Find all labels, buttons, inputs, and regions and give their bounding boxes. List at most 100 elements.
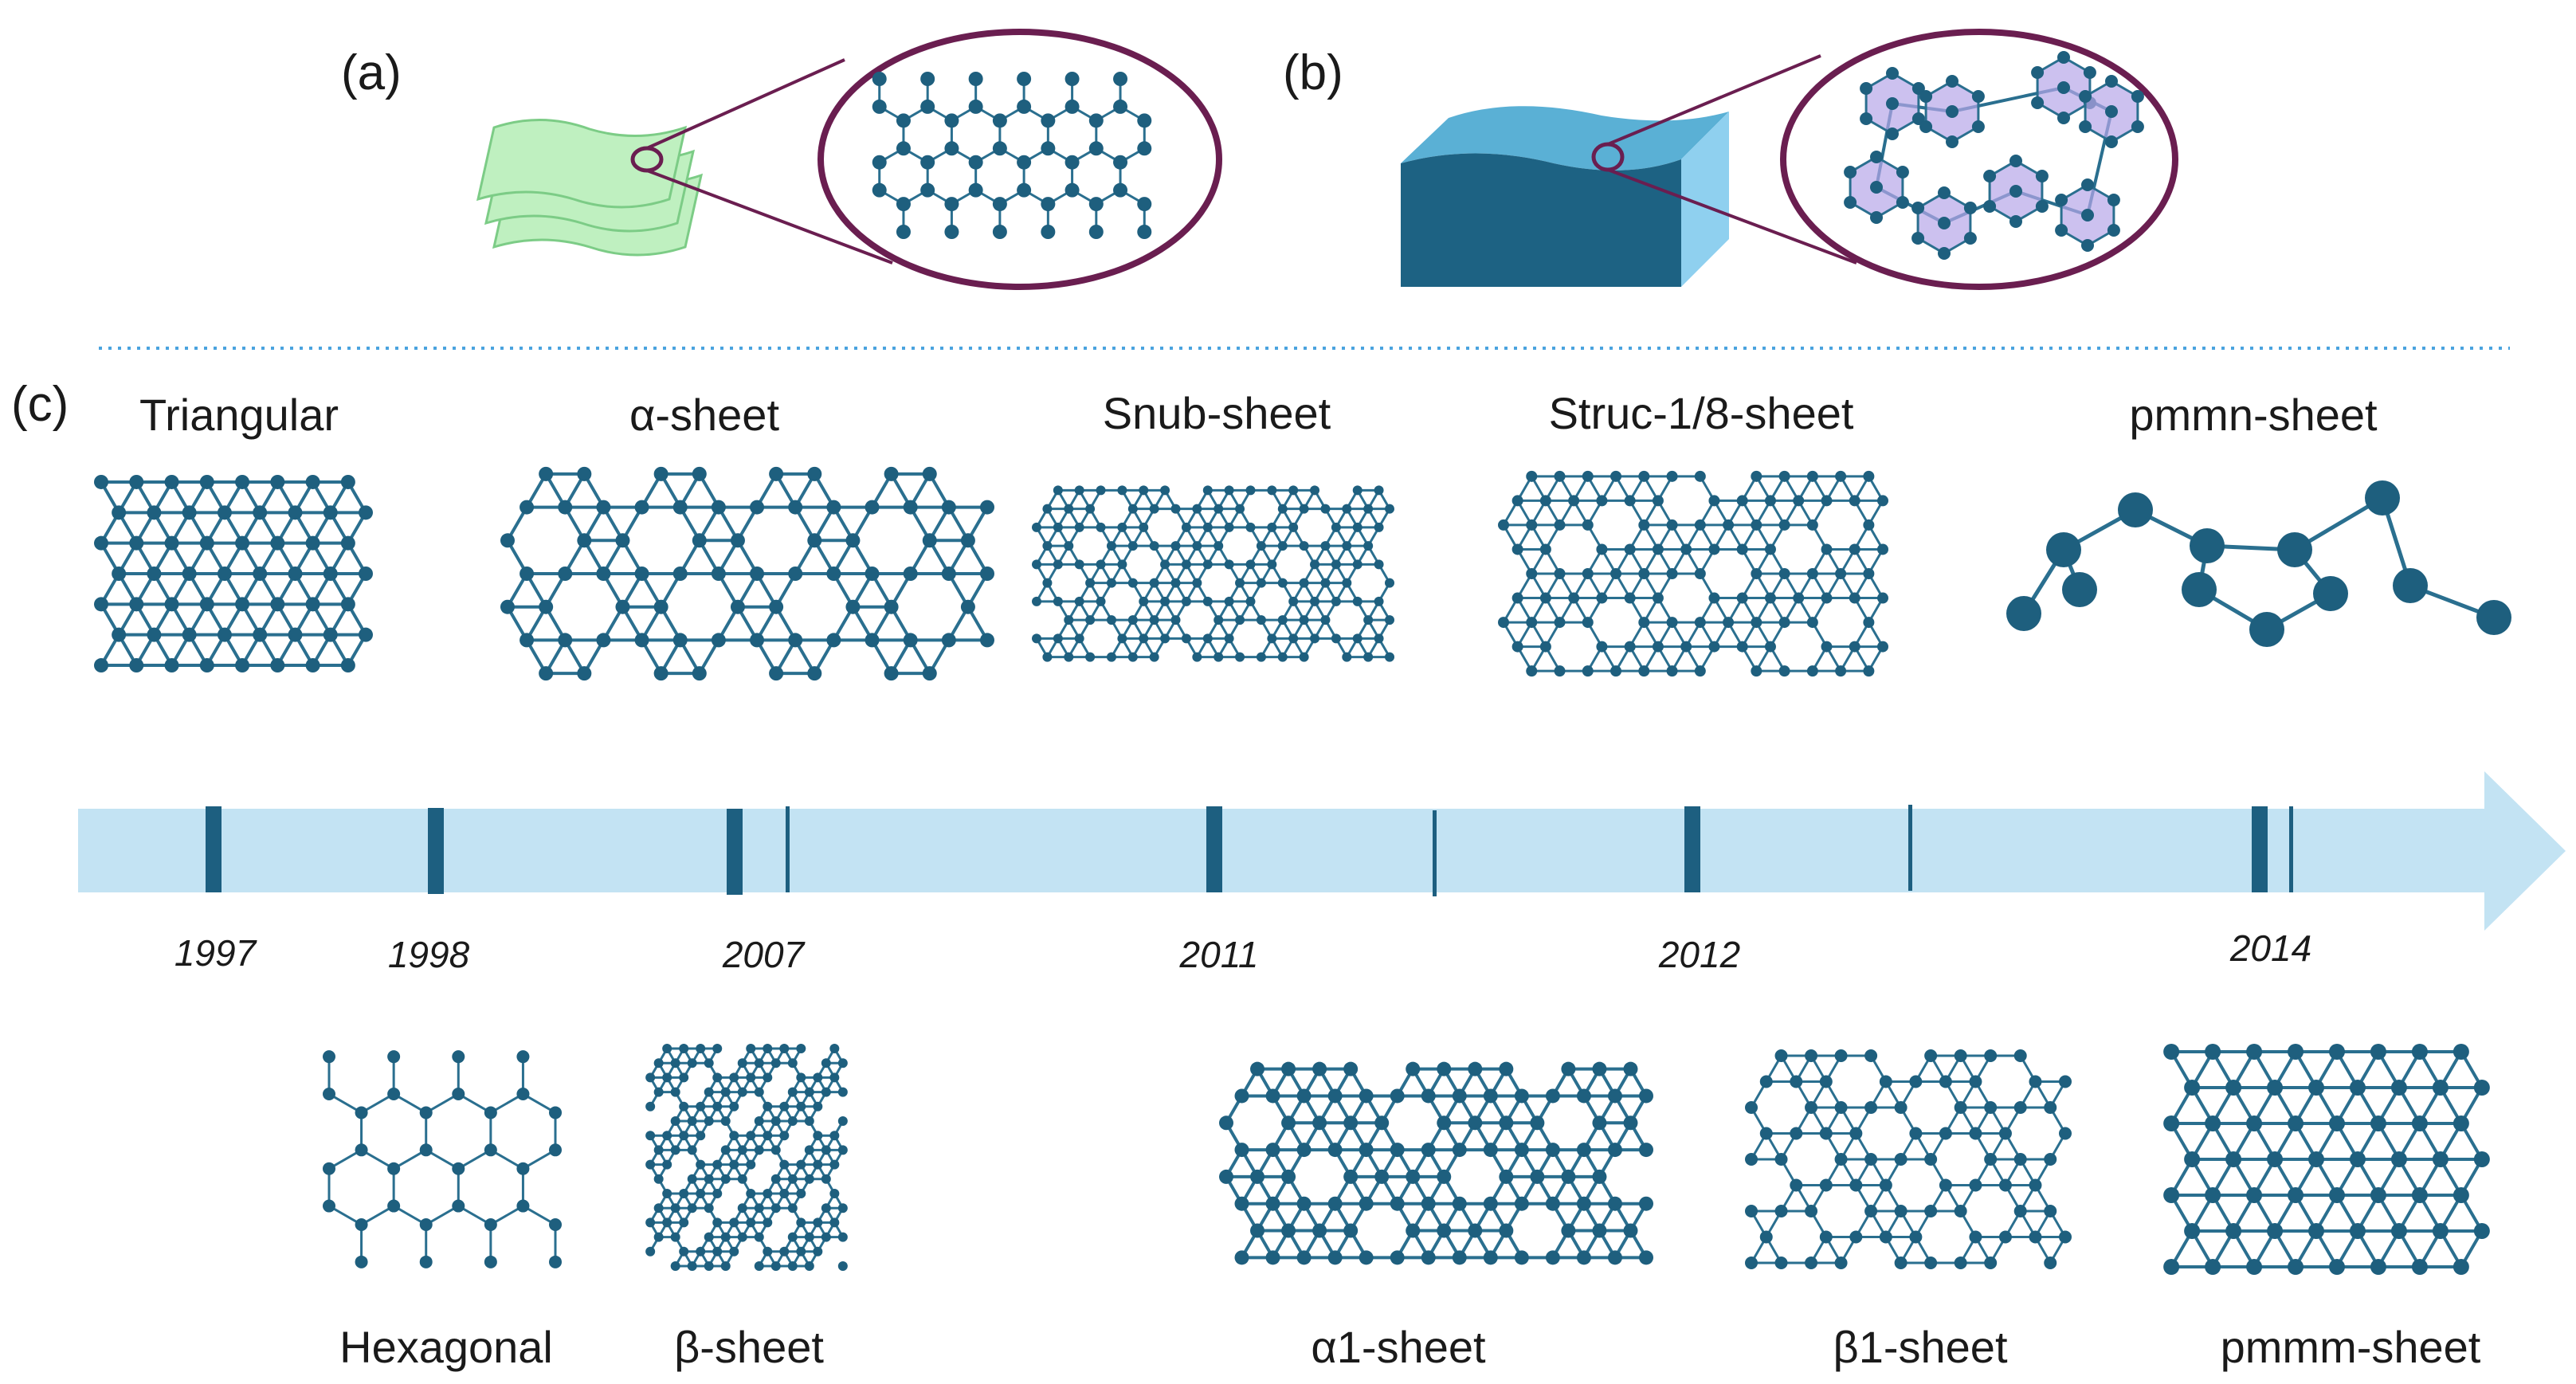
atom (1806, 470, 1818, 482)
atom (182, 567, 197, 581)
atom (1041, 113, 1056, 128)
atom (670, 1261, 680, 1271)
atom (199, 658, 214, 673)
atom (1235, 652, 1245, 662)
atom (2267, 1080, 2284, 1096)
atom (1245, 485, 1256, 496)
atom (779, 1189, 790, 1198)
atom (1374, 596, 1384, 606)
atom (1582, 470, 1594, 482)
atom (754, 1232, 764, 1242)
atom (770, 1174, 781, 1184)
atom (672, 500, 688, 515)
atom (763, 1189, 773, 1198)
atom (2205, 1187, 2221, 1203)
atom (1421, 1088, 1436, 1104)
atom (788, 500, 803, 515)
atom (2411, 1115, 2428, 1131)
atom (2029, 1178, 2042, 1192)
atom (1137, 197, 1152, 212)
atom (787, 1232, 798, 1242)
atom (662, 1044, 672, 1053)
atom (1320, 578, 1331, 588)
atom (903, 567, 918, 581)
atom (1806, 665, 1818, 677)
atom (1778, 568, 1790, 579)
atom (769, 466, 784, 481)
atom (837, 1058, 848, 1068)
atom (1864, 1049, 1878, 1063)
atom (704, 1174, 714, 1184)
atom (1085, 578, 1096, 588)
atom (387, 1088, 401, 1101)
atom (1235, 578, 1245, 588)
atom (1751, 470, 1762, 482)
atom (737, 1087, 747, 1097)
atom (687, 1145, 697, 1155)
atom (826, 633, 841, 648)
atom (1074, 633, 1084, 644)
atom (2288, 1115, 2304, 1131)
atom (1844, 196, 1857, 209)
atom (770, 1116, 781, 1126)
atom (1554, 568, 1566, 579)
atom (1751, 665, 1762, 677)
atom (1582, 617, 1594, 629)
atom (1806, 617, 1818, 629)
timeline-arrow (78, 771, 2566, 931)
atom (837, 1203, 848, 1213)
atom (1759, 1127, 1773, 1140)
atom (712, 1217, 723, 1228)
label-hexagonal: Hexagonal (339, 1322, 553, 1372)
atom (1607, 1088, 1622, 1104)
atom (288, 567, 303, 581)
atom (1821, 543, 1833, 555)
atom (720, 1116, 731, 1126)
atom (1065, 72, 1080, 86)
atom (452, 1199, 465, 1213)
atom (2246, 1115, 2263, 1131)
atom (558, 500, 573, 515)
atom (1607, 1250, 1622, 1265)
atom (1042, 504, 1053, 514)
atom (1374, 1169, 1390, 1184)
atom (903, 500, 918, 515)
atom (1106, 541, 1116, 551)
atom (670, 1203, 680, 1213)
atom (829, 1189, 840, 1198)
atom (1969, 1127, 1982, 1140)
atom (1202, 633, 1213, 644)
atom (2473, 1223, 2490, 1239)
atom (1554, 519, 1566, 531)
atom (288, 505, 303, 520)
atom (2163, 1115, 2180, 1131)
atom (2205, 1044, 2221, 1060)
atom (1096, 522, 1106, 532)
atom (147, 627, 162, 642)
atom (712, 1246, 723, 1257)
atom (746, 1189, 756, 1198)
atom (182, 505, 197, 520)
atom (1219, 1115, 1233, 1131)
atom (1352, 596, 1362, 606)
atom (1984, 1153, 1998, 1166)
atom (1778, 665, 1790, 677)
atom (1745, 1153, 1758, 1166)
atom (1170, 504, 1181, 514)
atom (2328, 1259, 2345, 1275)
atom (1624, 641, 1636, 653)
atom (1886, 97, 1899, 110)
atom (884, 599, 899, 614)
atom (1736, 495, 1748, 507)
atom (920, 182, 935, 198)
atom (500, 599, 515, 614)
atom (323, 1050, 335, 1064)
atom (1117, 633, 1127, 644)
atom (1938, 186, 1951, 199)
atom (1624, 495, 1636, 507)
atom (922, 666, 937, 681)
structure-alpha1-sheet (1219, 1061, 1653, 1265)
atom (1041, 141, 1056, 156)
atom (662, 1159, 672, 1170)
atom (634, 567, 649, 581)
